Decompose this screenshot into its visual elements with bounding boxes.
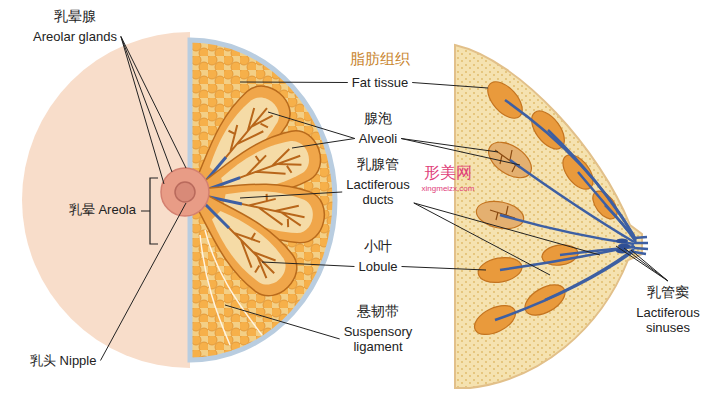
side-ducts — [495, 251, 634, 320]
nipple-side — [634, 237, 648, 254]
leader-line — [401, 139, 498, 153]
leader-line — [412, 83, 488, 89]
sinuses — [618, 244, 630, 249]
side-ducts — [545, 249, 634, 300]
leader-line — [100, 203, 186, 361]
nipple-side — [634, 237, 648, 254]
areola-bracket — [141, 178, 158, 244]
leader-line — [414, 203, 600, 255]
watermark-url: xingmeizx.com — [422, 184, 475, 193]
alveoli-detail — [490, 150, 520, 220]
part-label-box: Suspensory ligament — [336, 325, 420, 355]
part-label: Areolar glands — [33, 29, 117, 44]
part-label-zh: 脂肪组织 — [350, 50, 410, 67]
sinuses — [616, 239, 628, 244]
part-label-zh: 小叶 — [364, 238, 392, 254]
part-label-zh-box: 悬韧带 — [328, 303, 428, 319]
side-ducts — [495, 100, 636, 320]
part-label-box: Alveoli — [328, 132, 428, 147]
leader-line — [292, 139, 355, 149]
part-label: 乳头 Nipple — [30, 353, 96, 368]
part-label-zh: 悬韧带 — [357, 303, 399, 319]
watermark: 形美网 — [424, 164, 472, 181]
part-label-zh-box: 乳腺管 — [328, 156, 428, 172]
part-label-box: Lactiferous ducts — [336, 178, 420, 208]
side-view — [455, 45, 648, 388]
part-label-zh: 腺泡 — [364, 110, 392, 126]
side-ducts — [510, 160, 634, 242]
leader-line — [401, 139, 520, 166]
part-label: Suspensory ligament — [344, 324, 413, 354]
part-label-zh-box: 小叶 — [328, 238, 428, 254]
part-label-zh-box: 腺泡 — [328, 110, 428, 126]
part-label-zh: 乳管窦 — [647, 284, 689, 300]
areola — [161, 168, 209, 216]
part-label-box: Lobule — [328, 260, 428, 275]
leader-line — [624, 248, 668, 281]
leader-line — [616, 246, 668, 281]
part-label: Lactiferous sinuses — [636, 305, 700, 335]
nipple — [175, 182, 195, 202]
part-label-zh: 乳腺管 — [357, 156, 399, 172]
part-label-zh-box: 脂肪组织 — [325, 50, 435, 67]
part-label-box: 乳晕 Areola — [11, 203, 136, 218]
part-label-zh-box: 乳管窦 — [628, 284, 708, 300]
leader-line — [414, 203, 550, 275]
part-label: Fat tissue — [352, 75, 408, 90]
part-label-zh: 乳晕腺 — [54, 8, 96, 24]
watermark-box: 形美网 — [408, 164, 488, 182]
part-label: Lobule — [358, 259, 397, 274]
leader-line — [402, 267, 486, 271]
part-label-box: 乳头 Nipple — [30, 354, 140, 369]
part-label-box: Areolar glands — [15, 30, 135, 45]
part-label-box: Fat tissue — [325, 76, 435, 91]
part-label: 乳晕 Areola — [69, 202, 136, 217]
leader-line — [121, 37, 164, 185]
leader-line — [240, 82, 348, 84]
side-ducts — [500, 215, 634, 244]
side-ducts — [605, 205, 636, 242]
leader-line — [121, 37, 172, 173]
part-label: Alveoli — [359, 131, 397, 146]
watermark-url-box: xingmeizx.com — [408, 184, 488, 193]
leader-line — [631, 250, 668, 281]
leader-line — [262, 262, 354, 267]
breast-side — [455, 45, 642, 388]
leader-line — [225, 305, 340, 339]
leader-line — [268, 112, 355, 139]
lobe — [232, 142, 305, 191]
leader-line — [240, 192, 342, 198]
part-label-box: Lactiferous sinuses — [628, 306, 708, 336]
part-label: Lactiferous ducts — [346, 177, 410, 207]
side-ducts — [500, 246, 634, 270]
part-label-zh-box: 乳晕腺 — [15, 8, 135, 24]
alveoli-detail — [490, 150, 520, 220]
